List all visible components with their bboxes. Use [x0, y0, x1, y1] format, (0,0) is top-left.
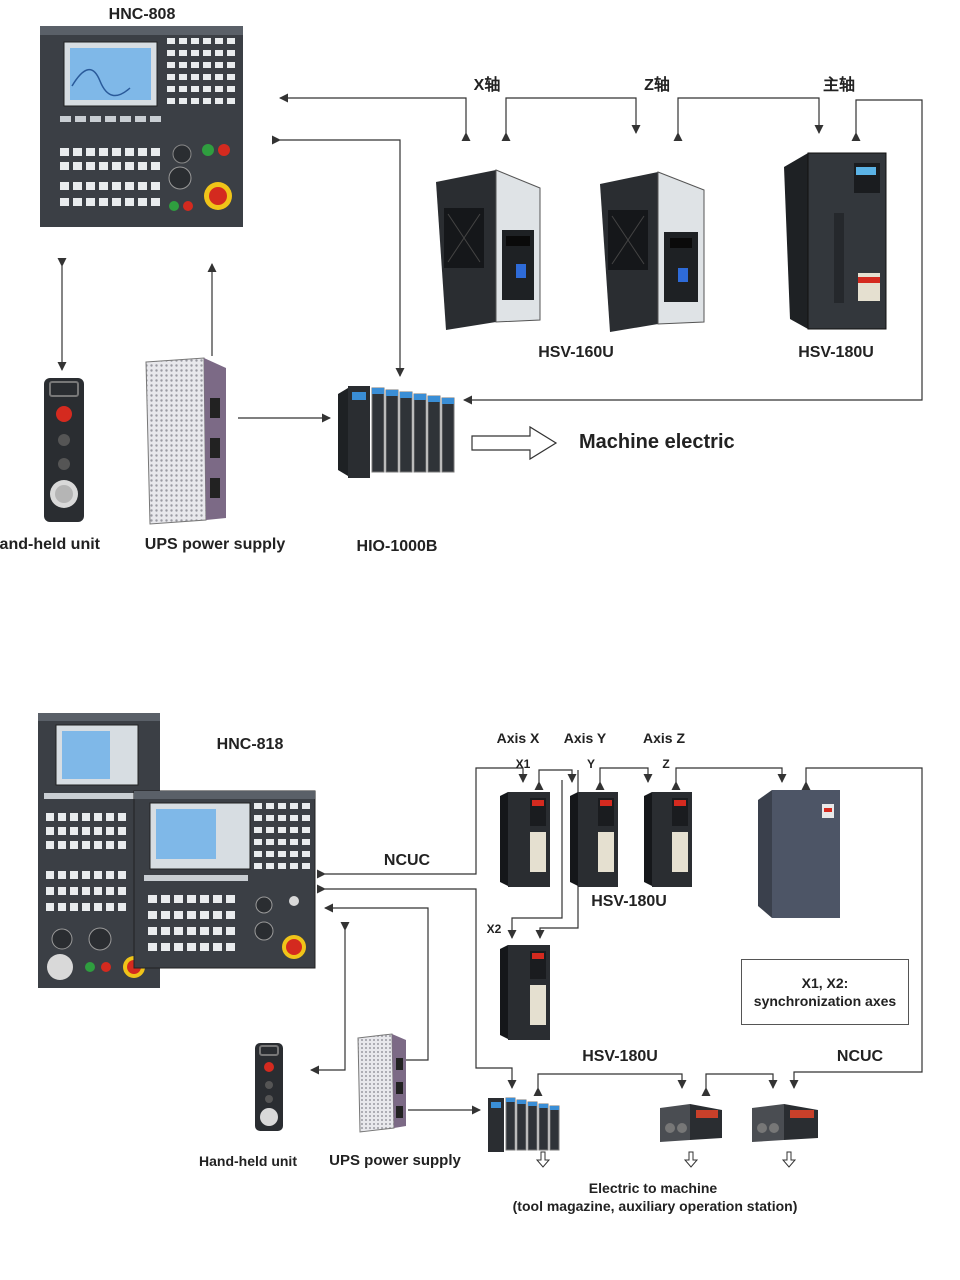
z-drive — [644, 792, 692, 887]
axis-y-label: Axis Y — [563, 730, 607, 746]
io-to-module1 — [533, 1073, 687, 1096]
sync-axes-note: X1, X2: synchronization axes — [741, 959, 909, 1025]
hnc-808-label: HNC-808 — [108, 6, 176, 23]
hsv-160u-x-drive — [436, 169, 541, 330]
x2-label: X2 — [486, 922, 502, 936]
io-module-main — [488, 1097, 560, 1152]
x1-y-link — [534, 769, 577, 790]
hnc-818-panel-front — [133, 790, 316, 969]
axis-z-label: Axis Z — [642, 730, 686, 746]
hio-1000b-module — [338, 386, 455, 478]
sync-note-line1: X1, X2: — [801, 975, 849, 991]
hsv-180u-label-top: HSV-180U — [591, 893, 667, 910]
hnc-818-label: HNC-818 — [216, 736, 284, 753]
hnc-808-panel — [40, 26, 243, 227]
electric-to-machine-line1: Electric to machine — [588, 1180, 718, 1196]
handheld-unit-2 — [255, 1043, 283, 1131]
module1-to-module2 — [701, 1073, 778, 1096]
ups-power-supply-label-2: UPS power supply — [329, 1152, 461, 1169]
ups-power-supply-2 — [357, 1033, 406, 1133]
machine-electric-arrow — [471, 425, 558, 461]
ncuc-label-left: NCUC — [383, 852, 431, 869]
x1-drive — [500, 792, 550, 887]
z-spindle-link — [673, 97, 824, 141]
down-arrow-2 — [683, 1151, 699, 1168]
y-z-link — [595, 767, 653, 790]
axis-x-label: Axis X — [496, 730, 540, 746]
x-z-link — [501, 97, 641, 141]
y-label: Y — [586, 757, 596, 771]
ups-power-supply-label: UPS power supply — [144, 536, 286, 553]
x2-drive — [500, 945, 550, 1040]
hio-1000b-label: HIO-1000B — [356, 538, 438, 555]
handheld-unit-label: Hand-held unit — [0, 536, 100, 553]
hsv-180u-label: HSV-180U — [798, 344, 874, 361]
x-axis-bus-line — [279, 93, 471, 141]
hsv-180u-spindle-drive — [784, 152, 887, 330]
sync-note-line2: synchronization axes — [753, 993, 897, 1009]
x-axis-label: X轴 — [473, 77, 501, 94]
y-drive — [570, 792, 618, 887]
x1-label: X1 — [515, 757, 531, 771]
electric-to-machine-line2: (tool magazine, auxiliary operation stat… — [512, 1198, 798, 1214]
ups-power-supply-1 — [145, 357, 226, 525]
hsv-160u-z-drive — [600, 171, 705, 332]
z-label: Z — [662, 757, 670, 771]
spindle-drive-box — [758, 790, 840, 918]
hsv-180u-label-bottom: HSV-180U — [582, 1048, 658, 1065]
handheld-unit-1 — [44, 378, 84, 522]
cnc-handheld-line2 — [310, 922, 350, 1075]
z-spindle-link2 — [671, 767, 787, 790]
handheld-unit-label-2: Hand-held unit — [199, 1153, 297, 1169]
spindle-axis-label: 主轴 — [822, 77, 856, 94]
hsv-160u-label: HSV-160U — [538, 344, 614, 361]
down-arrow-1 — [535, 1151, 551, 1168]
cnc-to-io-line — [272, 135, 405, 377]
machine-electric-label: Machine electric — [579, 431, 735, 453]
io-module-aux-1 — [660, 1104, 722, 1142]
io-bus-line — [317, 884, 517, 1089]
io-module-aux-2 — [752, 1104, 818, 1142]
ncuc-label-right: NCUC — [836, 1048, 884, 1065]
z-axis-label: Z轴 — [644, 77, 670, 94]
down-arrow-3 — [781, 1151, 797, 1168]
